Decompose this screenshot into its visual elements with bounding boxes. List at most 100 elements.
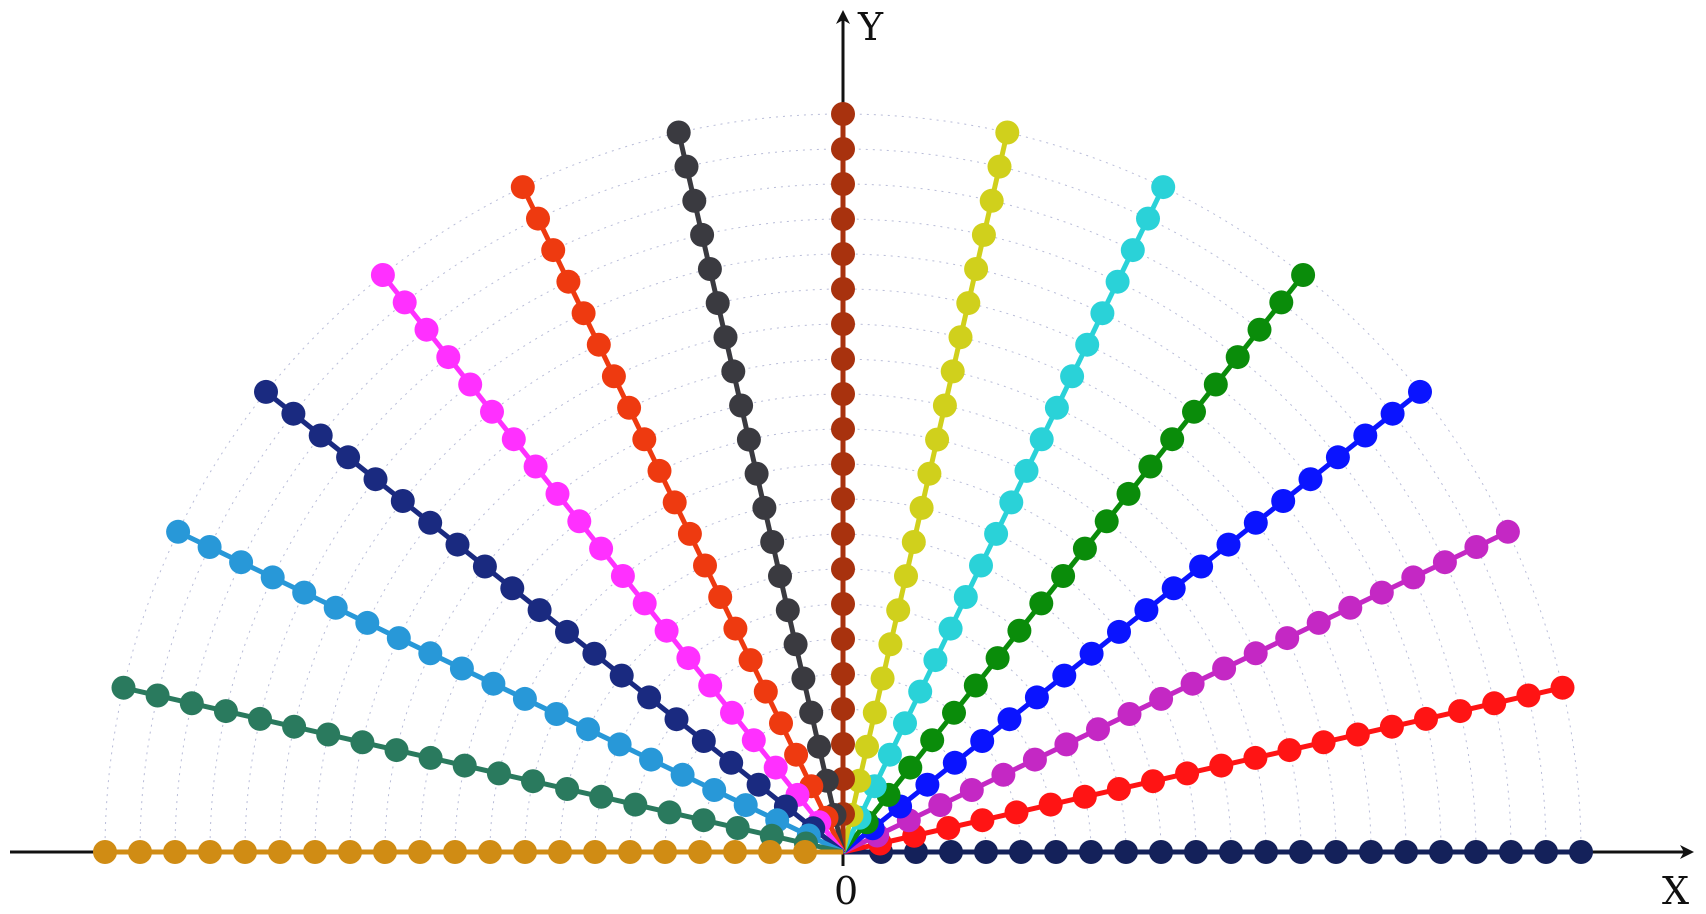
- ray: [93, 840, 843, 864]
- ray-point: [985, 646, 1010, 671]
- ray-point: [970, 808, 995, 833]
- ray-point: [920, 728, 945, 753]
- ray-point: [1550, 675, 1575, 700]
- ray-point: [1136, 206, 1160, 231]
- ray-point: [831, 207, 855, 231]
- ray-point: [995, 120, 1020, 145]
- ray-point: [991, 762, 1016, 787]
- guide-arc: [419, 428, 1267, 853]
- ray-point: [445, 532, 470, 557]
- ray-point: [163, 840, 187, 864]
- ray-point: [928, 793, 953, 818]
- ray: [841, 263, 1316, 854]
- ray-point: [166, 519, 191, 544]
- guide-arc: [524, 533, 1162, 853]
- ray-point: [501, 427, 526, 452]
- ray-point: [1116, 481, 1141, 506]
- ray-point: [567, 509, 592, 534]
- ray-point: [1464, 840, 1488, 864]
- ray-point: [1277, 738, 1302, 763]
- ray-point: [1534, 840, 1558, 864]
- ray-point: [1306, 610, 1331, 635]
- ray-point: [1044, 395, 1069, 420]
- ray-point: [589, 536, 614, 561]
- x-axis-label: X: [1662, 869, 1689, 913]
- ray-point: [1225, 345, 1250, 370]
- ray-point: [1182, 399, 1206, 424]
- ray-point: [555, 619, 579, 644]
- ray-line: [520, 185, 846, 854]
- ray-point: [657, 800, 682, 825]
- guide-arc: [104, 113, 1582, 853]
- ray-point: [582, 641, 607, 666]
- ray-point: [1175, 761, 1200, 786]
- ray-point: [386, 626, 411, 651]
- ray-point: [791, 666, 816, 691]
- ray-point: [666, 120, 691, 145]
- ray-point: [760, 530, 785, 554]
- ray-point: [723, 840, 747, 864]
- ray-point: [915, 772, 940, 797]
- ray-point: [670, 762, 695, 787]
- ray-point: [576, 717, 600, 742]
- ray-point: [940, 359, 965, 384]
- ray-point: [1180, 671, 1205, 696]
- ray-point: [647, 458, 672, 483]
- ray-point: [1117, 702, 1142, 726]
- ray-point: [481, 671, 506, 696]
- ray-point: [1149, 686, 1174, 711]
- ray-point: [775, 598, 800, 623]
- ray-point: [623, 792, 648, 817]
- ray-point: [698, 673, 723, 698]
- ray-point: [676, 646, 701, 671]
- ray-point: [637, 685, 662, 710]
- ray-point: [688, 840, 712, 864]
- ray-point: [1086, 717, 1110, 742]
- ray-point: [753, 679, 778, 704]
- ray-point: [691, 729, 716, 753]
- ray-point: [746, 772, 771, 797]
- ray-point: [964, 257, 989, 281]
- ray-point: [831, 522, 855, 546]
- ray-point: [831, 662, 855, 686]
- ray-line: [842, 685, 1564, 855]
- ray-point: [1325, 445, 1350, 470]
- ray-point: [512, 686, 537, 711]
- ray-point: [1516, 683, 1541, 708]
- ray-point: [1094, 509, 1119, 534]
- ray-line: [841, 529, 1510, 855]
- ray-line: [841, 389, 1422, 854]
- ray-point: [510, 175, 535, 200]
- ray-line: [676, 131, 846, 853]
- ray-point: [513, 840, 537, 864]
- ray-point: [1138, 454, 1163, 479]
- ray-point: [862, 700, 887, 725]
- ray-point: [1004, 800, 1029, 825]
- ray-point: [758, 840, 782, 864]
- ray-point: [870, 666, 895, 691]
- ray-point: [458, 372, 483, 397]
- ray-point: [1106, 777, 1131, 801]
- ray-point: [1379, 714, 1404, 739]
- ray-point: [987, 154, 1012, 179]
- ray-point: [1090, 301, 1115, 326]
- ray-point: [768, 564, 792, 589]
- ray-point: [268, 840, 292, 864]
- ray-point: [548, 840, 572, 864]
- ray-point: [959, 778, 984, 802]
- ray-point: [1243, 745, 1268, 770]
- ray-point: [545, 481, 570, 506]
- ray-point: [521, 769, 545, 794]
- ray-point: [677, 521, 702, 546]
- guide-arc: [314, 323, 1372, 853]
- ray-point: [1029, 591, 1054, 616]
- ray-point: [527, 598, 552, 623]
- ray-point: [1289, 840, 1313, 864]
- ray-point: [725, 816, 750, 840]
- ray-line: [176, 529, 845, 855]
- ray-point: [1414, 706, 1438, 731]
- ray: [510, 175, 846, 854]
- ray-point: [303, 840, 327, 864]
- ray-point: [1394, 840, 1418, 864]
- ray-point: [938, 616, 963, 641]
